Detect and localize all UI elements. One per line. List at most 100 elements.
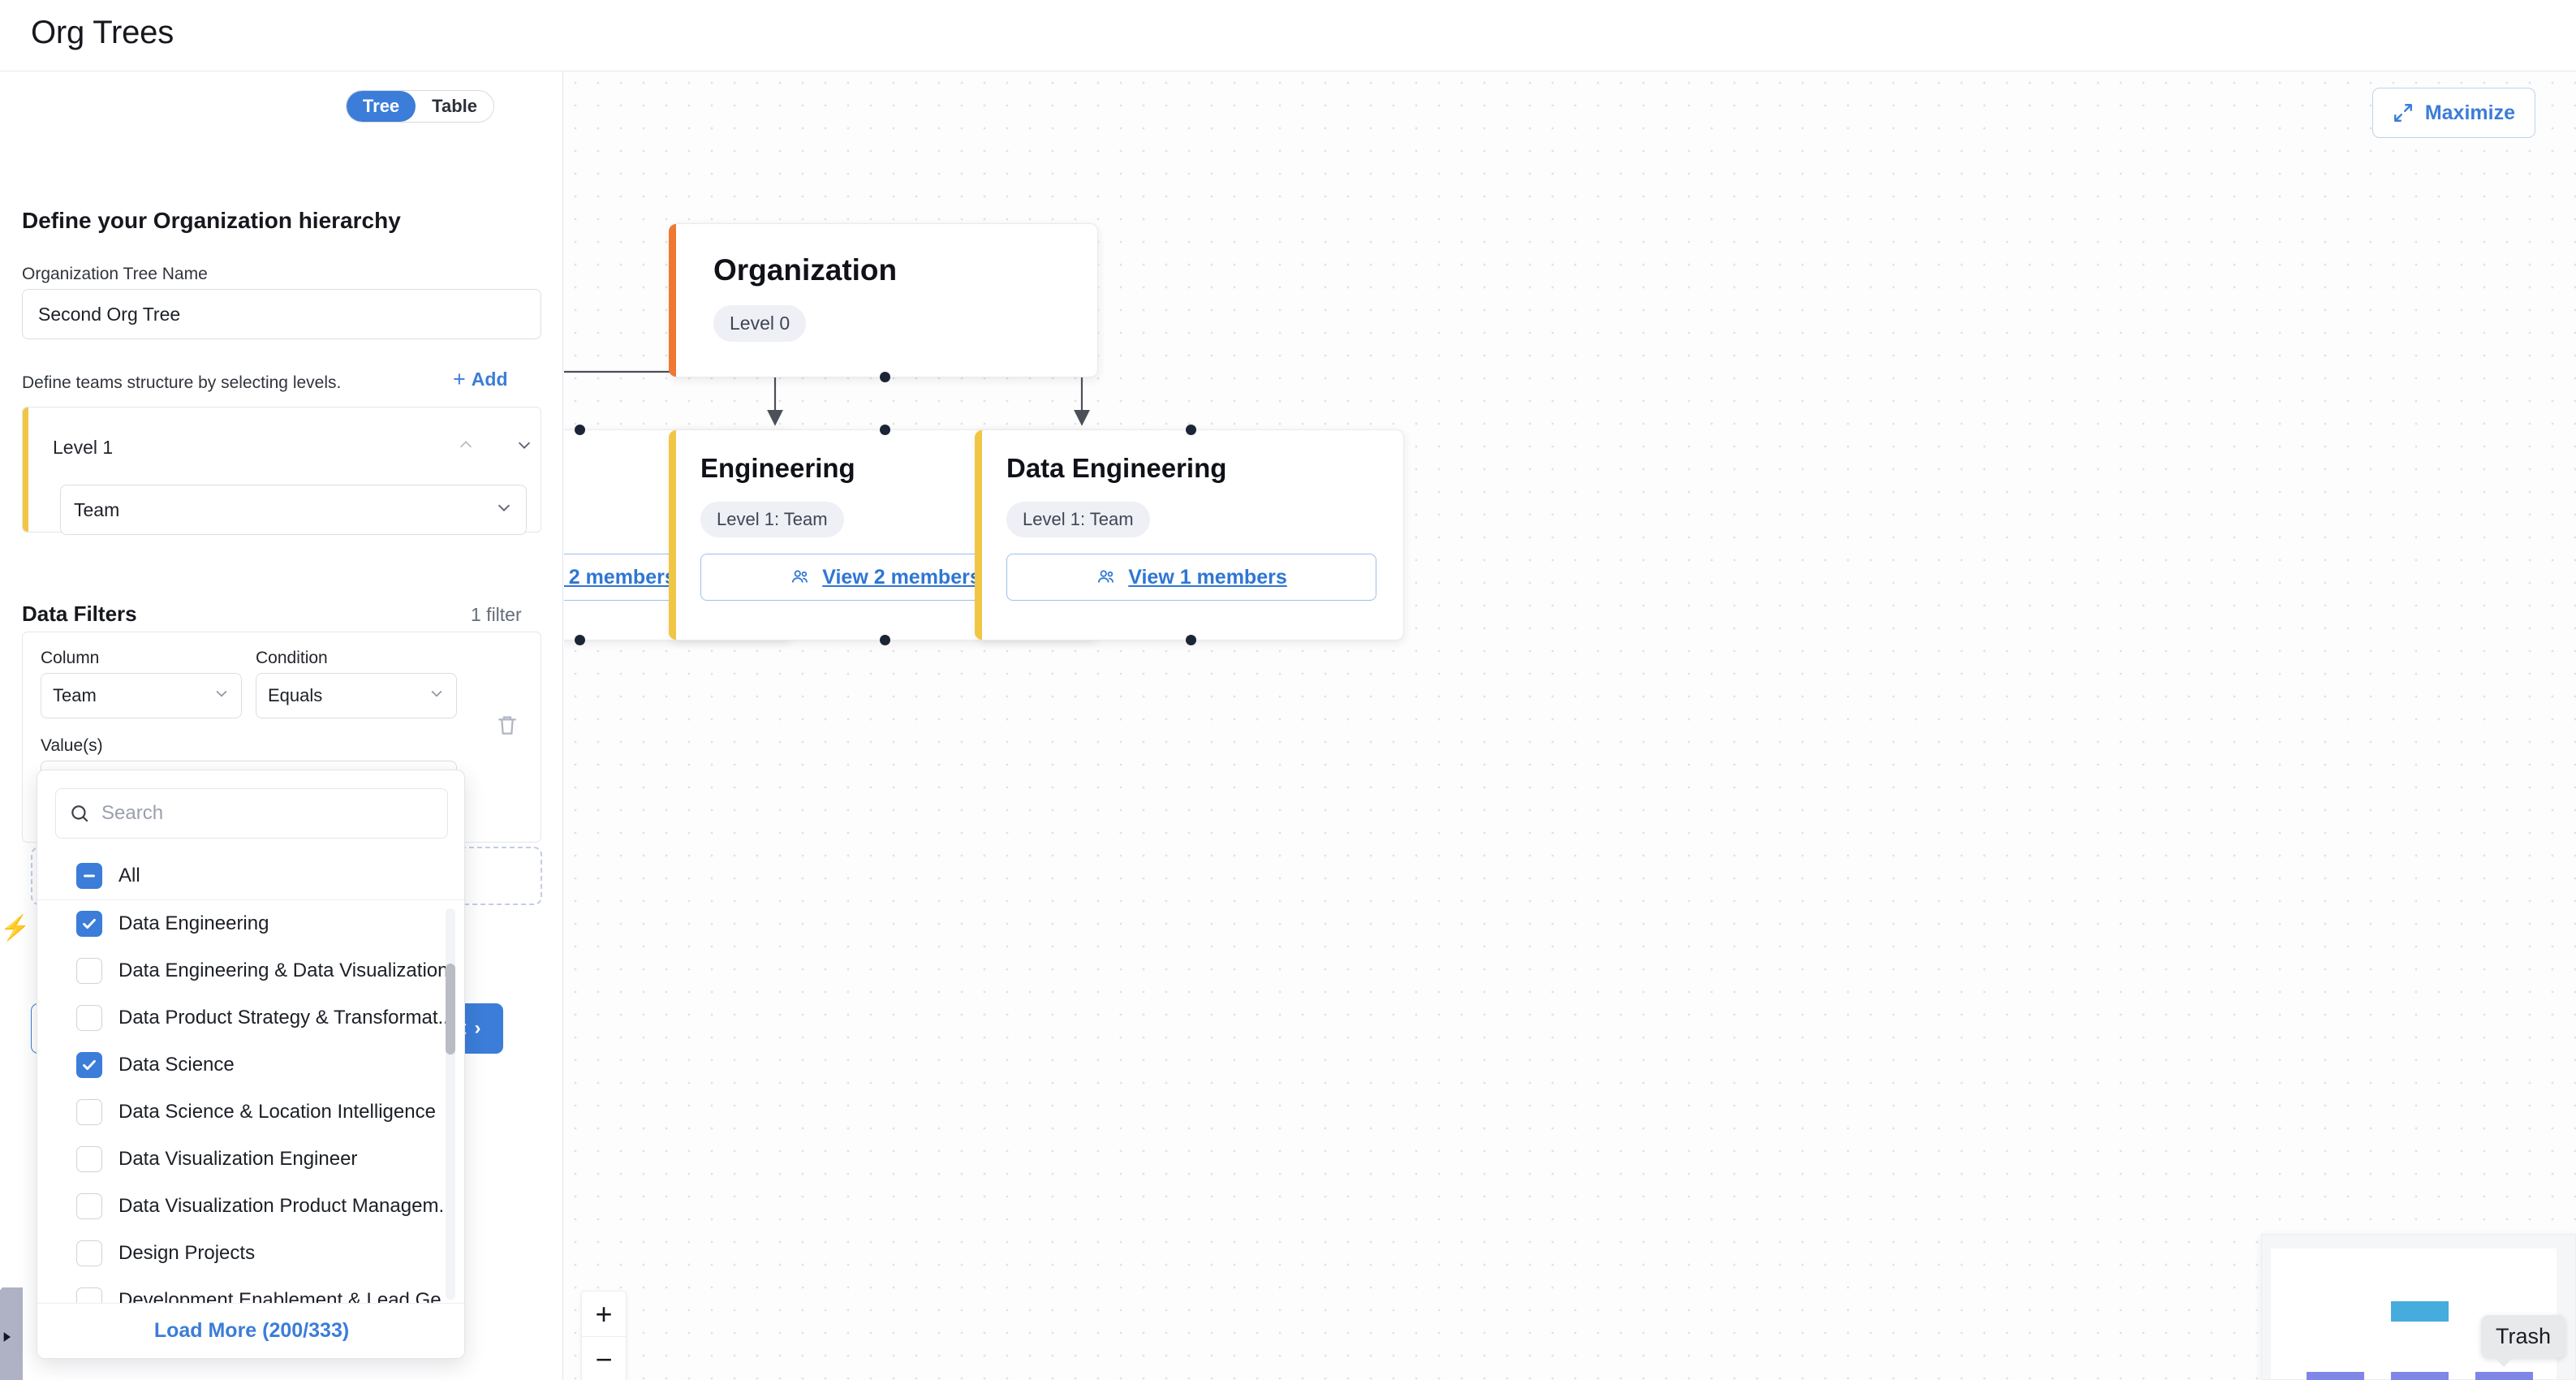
dropdown-option[interactable]: Data Engineering [37,900,464,947]
trash-icon [498,716,516,735]
dropdown-search[interactable] [55,788,448,839]
dropdown-option[interactable]: Data Visualization Product Managem... [37,1183,464,1230]
dropdown-option[interactable]: Data Visualization Engineer [37,1136,464,1183]
checkbox-unchecked-icon[interactable] [76,1099,102,1125]
checkbox-unchecked-icon[interactable] [76,1287,102,1306]
minimap-node-child [2391,1372,2449,1380]
app-header: Org Trees [0,0,2576,71]
chevron-right-icon: › [474,1017,481,1039]
checkbox-unchecked-icon[interactable] [76,958,102,984]
data-filters-title: Data Filters [22,602,137,626]
add-level-button[interactable]: + Add [453,369,508,390]
search-icon [71,805,88,822]
minimap-node-child [2475,1372,2533,1380]
checkbox-unchecked-icon[interactable] [76,1193,102,1219]
add-level-label: Add [471,369,508,390]
org-node-root[interactable]: Organization Level 0 [669,223,1098,382]
values-label: Value(s) [41,736,103,755]
tree-name-label: Organization Tree Name [22,265,208,283]
members-icon [1098,570,1114,583]
dropdown-option[interactable]: Data Product Strategy & Transformat... [37,994,464,1041]
filter-condition-select[interactable]: Equals [256,673,457,718]
maximize-button[interactable]: Maximize [2371,88,2535,138]
dropdown-option-label: Data Engineering & Data Visualization [118,960,449,981]
chevron-down-icon [518,442,531,449]
tree-name-input[interactable]: Second Org Tree [22,289,541,339]
dropdown-select-all-row[interactable]: All [37,852,464,900]
level-accent-bar [23,408,28,532]
node-input-port[interactable] [880,425,890,435]
dropdown-scrollbar-thumb[interactable] [446,964,455,1054]
filter-column-value: Team [53,685,97,705]
lightning-icon: ⚡ [0,915,31,942]
dropdown-option[interactable]: Data Science [37,1041,464,1089]
dropdown-option[interactable]: Data Science & Location Intelligence [37,1089,464,1136]
dropdown-option[interactable]: Data Engineering & Data Visualization [37,947,464,994]
dropdown-option-label: Data Visualization Engineer [118,1148,358,1170]
checkbox-unchecked-icon[interactable] [76,1146,102,1172]
node-input-port[interactable] [1186,425,1196,435]
tab-tree[interactable]: Tree [346,91,416,122]
trash-tooltip: Trash [2481,1315,2566,1367]
level-card: Level 1 Team [22,407,541,535]
dropdown-option-label: Data Science & Location Intelligence [118,1101,436,1123]
checkbox-unchecked-icon[interactable] [76,1005,102,1031]
minimap-node-child [2307,1372,2364,1380]
zoom-controls[interactable]: + − [581,1291,627,1380]
checkbox-checked-icon[interactable] [76,911,102,937]
panel-heading: Define your Organization hierarchy [22,208,401,233]
dropdown-option-label: Data Engineering [118,912,269,934]
dropdown-option-label: Data Science [118,1054,235,1076]
node-title: Engineering [700,453,855,483]
move-level-down-button[interactable] [510,430,539,459]
node-level-badge: Level 0 [713,305,807,342]
node-output-port[interactable] [880,372,890,382]
minimap-viewport [2271,1248,2557,1380]
node-output-port[interactable] [880,635,890,645]
dropdown-option[interactable]: Development Enablement & Lead Ge... [37,1277,464,1306]
tab-table[interactable]: Table [432,96,477,116]
maximize-label: Maximize [2424,101,2515,124]
triangle-right-icon [3,1332,11,1342]
plus-icon: + [453,367,466,391]
view-mode-toggle[interactable]: Tree Table [345,90,494,123]
org-node-child-2[interactable]: Data Engineering Level 1: Team View 1 me… [975,425,1404,645]
dropdown-option-label: Data Visualization Product Managem... [118,1195,455,1217]
chevron-up-icon [459,441,472,448]
node-level-badge: Level 1: Team [1006,502,1150,537]
checkbox-indeterminate-icon[interactable] [76,862,102,889]
filters-count: 1 filter [471,604,522,625]
maximize-icon [2393,104,2412,122]
view-members-label: View 2 members [822,565,981,589]
dropdown-option[interactable]: Design Projects [37,1230,464,1277]
checkbox-checked-icon[interactable] [76,1052,102,1078]
filter-column-select[interactable]: Team [41,673,242,718]
minimap-node-root [2391,1301,2449,1322]
load-more-button[interactable]: Load More (200/333) [37,1303,464,1358]
node-output-port[interactable] [1186,635,1196,645]
view-members-label: View 2 members [564,565,676,589]
sidebar-collapse-handle[interactable] [0,1287,23,1380]
level-dimension-select[interactable]: Team [60,485,527,535]
org-chart-canvas[interactable]: Organization Level 0 Data Science Level … [564,71,2576,1380]
dropdown-option-label: Design Projects [118,1242,256,1264]
filter-condition-value: Equals [268,685,323,705]
zoom-out-button[interactable]: − [595,1343,613,1376]
move-level-up-button[interactable] [451,430,480,459]
node-accent-bar [669,430,676,640]
checkbox-unchecked-icon[interactable] [76,1240,102,1266]
level-title: Level 1 [53,437,114,458]
members-icon [792,570,808,583]
delete-filter-button[interactable] [494,712,520,742]
node-output-port[interactable] [575,635,585,645]
column-label: Column [41,649,100,667]
levels-hint: Define teams structure by selecting leve… [22,373,342,392]
zoom-in-button[interactable]: + [582,1292,626,1337]
dropdown-option-label: Development Enablement & Lead Ge... [118,1289,458,1306]
node-input-port[interactable] [575,425,585,435]
search-input[interactable] [101,802,410,825]
view-members-button[interactable]: View 1 members [1006,554,1376,601]
canvas-minimap[interactable] [2261,1234,2576,1380]
